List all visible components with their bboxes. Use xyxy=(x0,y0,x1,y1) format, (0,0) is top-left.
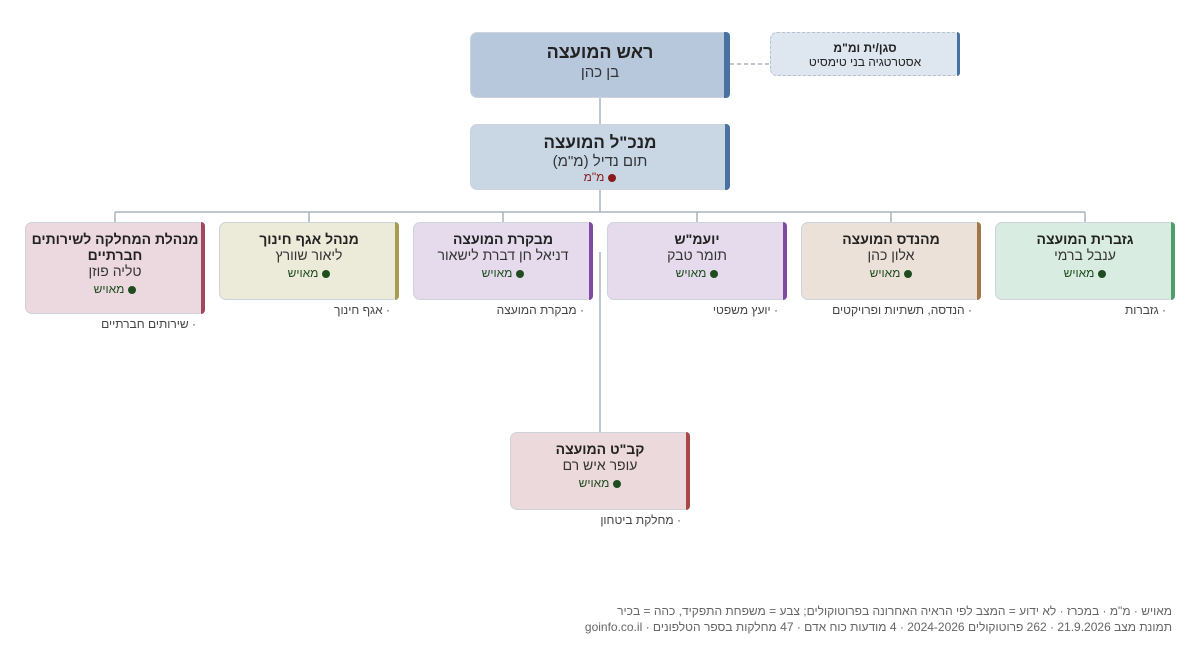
accent-bar xyxy=(589,222,593,300)
status-dot-icon xyxy=(1098,269,1107,278)
status-label: מאויש xyxy=(93,282,125,296)
accent-bar xyxy=(1171,222,1175,300)
person-name: עופר איש רם xyxy=(562,457,638,473)
person-name: תומר טבק xyxy=(667,247,727,263)
status-badge: מאויש xyxy=(608,266,786,280)
node-education[interactable]: מנהל אגף חינוך ליאור שוורץ מאויש xyxy=(219,222,399,300)
accent-bar xyxy=(724,32,730,98)
status-badge: מאויש xyxy=(220,266,398,280)
accent-bar xyxy=(686,432,690,510)
status-dot-icon xyxy=(516,269,525,278)
dept-label-social: · שירותים חברתיים xyxy=(101,317,196,331)
person-name: בן כהן xyxy=(580,64,620,81)
person-name: טליה פוזן xyxy=(88,263,142,279)
role-title: קב"ט המועצה xyxy=(555,441,645,457)
status-badge: מאויש xyxy=(511,476,689,490)
node-council-head[interactable]: ראש המועצה בן כהן xyxy=(470,32,730,98)
accent-bar xyxy=(977,222,981,300)
status-dot-icon xyxy=(128,285,137,294)
node-social-services[interactable]: מנהלת המחלקה לשירותים חברתיים טליה פוזן … xyxy=(25,222,205,314)
node-ceo[interactable]: מנכ"ל המועצה תום נדיל (מ"מ) מ"מ xyxy=(470,124,730,190)
status-badge: מאויש xyxy=(26,282,204,296)
node-auditor[interactable]: מבקרת המועצה דניאל חן דברת לישאור מאויש xyxy=(413,222,593,300)
status-dot-icon xyxy=(904,269,913,278)
status-dot-icon xyxy=(613,479,622,488)
person-name: אסטרטגיה בני טימסיט xyxy=(808,55,922,69)
accent-bar xyxy=(201,222,205,314)
status-label: מאויש xyxy=(287,266,319,280)
role-title: מנהלת המחלקה לשירותים חברתיים xyxy=(31,231,199,263)
accent-bar xyxy=(725,124,730,190)
node-deputy[interactable]: סגן/ית ומ"מ אסטרטגיה בני טימסיט xyxy=(770,32,960,76)
accent-bar xyxy=(783,222,787,300)
person-name: ליאור שוורץ xyxy=(275,247,343,263)
role-title: ראש המועצה xyxy=(546,42,654,62)
status-label: מאויש xyxy=(675,266,707,280)
role-title: מבקרת המועצה xyxy=(452,231,554,247)
status-label: מאויש xyxy=(578,476,610,490)
node-treasurer[interactable]: גזברית המועצה ענבל ברמי מאויש xyxy=(995,222,1175,300)
role-title: מנכ"ל המועצה xyxy=(543,133,657,152)
status-badge: מאויש xyxy=(414,266,592,280)
status-label: מאויש xyxy=(869,266,901,280)
node-legal-advisor[interactable]: יועמ"ש תומר טבק מאויש xyxy=(607,222,787,300)
person-name: אלון כהן xyxy=(867,247,915,263)
status-label: מ"מ xyxy=(583,170,605,184)
status-badge: מאויש xyxy=(996,266,1174,280)
status-dot-icon xyxy=(710,269,719,278)
accent-bar xyxy=(957,32,960,76)
role-title: גזברית המועצה xyxy=(1036,231,1134,247)
accent-bar xyxy=(395,222,399,300)
role-title: מנהל אגף חינוך xyxy=(259,231,359,247)
dept-label-education: · אגף חינוך xyxy=(334,303,390,317)
person-name: ענבל ברמי xyxy=(1054,247,1116,263)
person-name: תום נדיל (מ"מ) xyxy=(552,153,648,170)
footer-legend: מאויש · מ"מ · במכרז · לא ידוע = המצב לפי… xyxy=(617,604,1172,618)
status-badge: מאויש xyxy=(802,266,980,280)
status-dot-icon xyxy=(322,269,331,278)
role-title: סגן/ית ומ"מ xyxy=(833,41,897,55)
status-dot-icon xyxy=(608,173,617,182)
footer-snapshot: תמונת מצב 21.9.2026 · 262 פרוטוקולים 202… xyxy=(584,620,1172,634)
node-security[interactable]: קב"ט המועצה עופר איש רם מאויש xyxy=(510,432,690,510)
role-title: יועמ"ש xyxy=(674,231,720,247)
dept-label-treasurer: · גזברות xyxy=(1124,303,1166,317)
dept-label-security: · מחלקת ביטחון xyxy=(600,513,681,527)
role-title: מהנדס המועצה xyxy=(842,231,940,247)
status-label: מאויש xyxy=(1063,266,1095,280)
person-name: דניאל חן דברת לישאור xyxy=(437,247,569,263)
status-badge: מ"מ xyxy=(471,170,729,184)
dept-label-auditor: · מבקרת המועצה xyxy=(496,303,584,317)
dept-label-legal: · יועץ משפטי xyxy=(712,303,778,317)
dept-label-engineer: · הנדסה, תשתיות ופרויקטים xyxy=(832,303,972,317)
node-engineer[interactable]: מהנדס המועצה אלון כהן מאויש xyxy=(801,222,981,300)
status-label: מאויש xyxy=(481,266,513,280)
